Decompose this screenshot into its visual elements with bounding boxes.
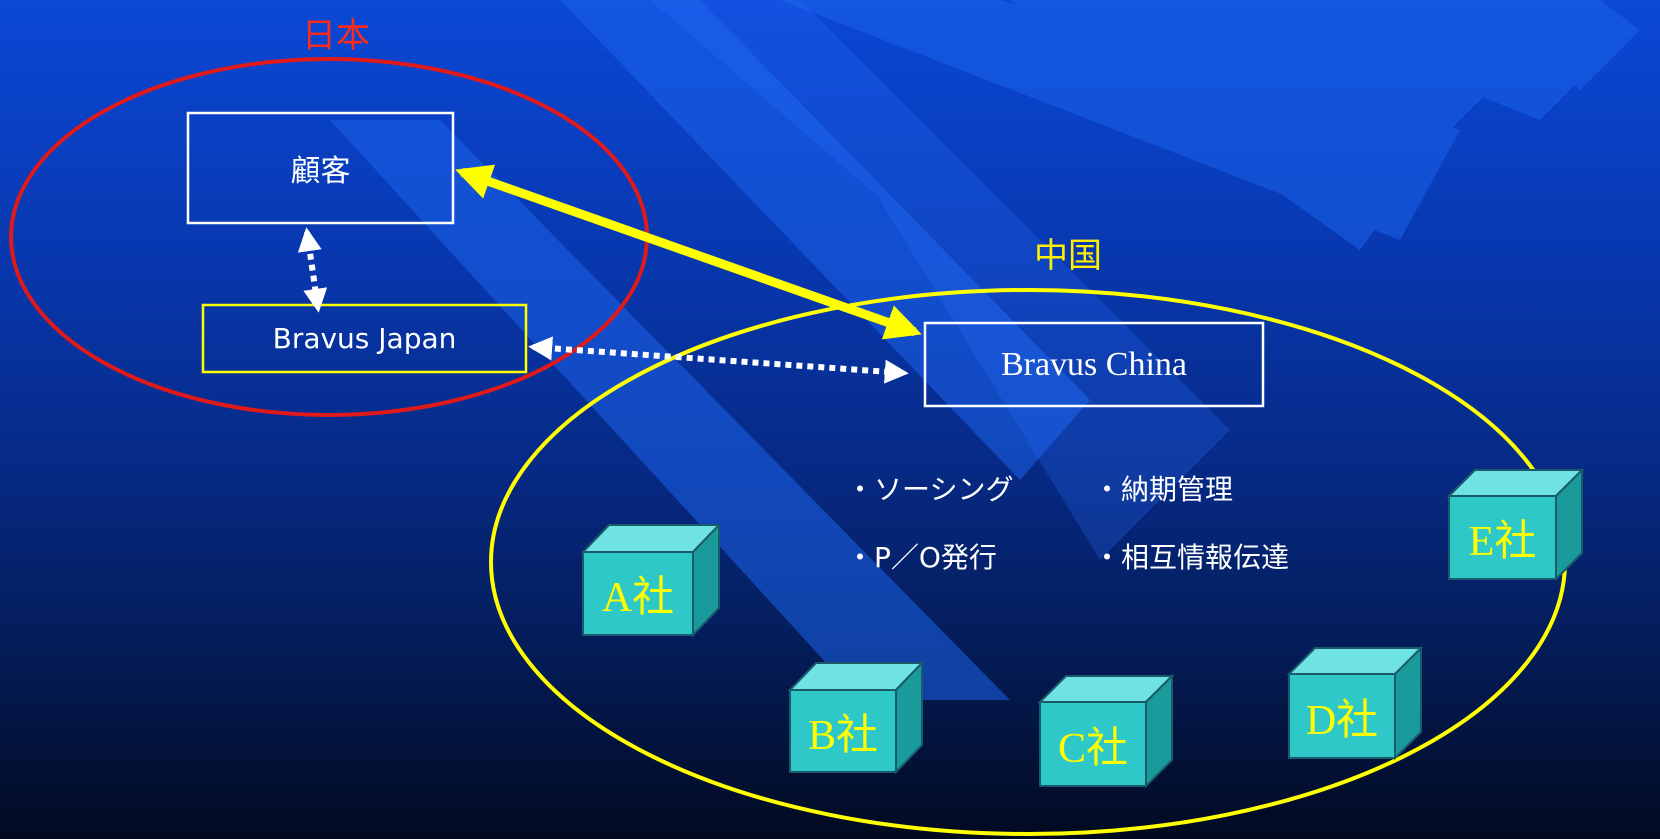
supplier-cube-c [1037, 673, 1175, 789]
supplier-cube-d [1286, 645, 1424, 761]
bravus-china-box [923, 321, 1265, 408]
supplier-cube-a [580, 522, 722, 638]
service-po-issuance: ・P／O発行 [846, 541, 997, 574]
supplier-a-label: A社 [601, 575, 675, 621]
service-delivery-management: ・納期管理 [1093, 473, 1234, 506]
supplier-e-label: E社 [1468, 519, 1537, 565]
supplier-b-label: B社 [807, 712, 878, 759]
customer-label: 顧客 [290, 154, 351, 189]
service-information-exchange: ・相互情報伝達 [1093, 541, 1290, 574]
bravus-china-label: Bravus China [1000, 345, 1188, 383]
supplier-cube-b [787, 660, 925, 775]
japan-region-label: 日本 [302, 16, 370, 56]
bravus-japan-label: Bravus Japan [272, 322, 457, 355]
customer-china-arrow [455, 164, 922, 340]
supplier-d-label: D社 [1305, 697, 1379, 744]
customer-japan-dotted-arrow [297, 227, 328, 313]
supplier-c-label: C社 [1057, 725, 1128, 772]
china-region-label: 中国 [1034, 236, 1102, 276]
customer-box [186, 111, 455, 225]
japan-china-dotted-arrow [528, 336, 909, 384]
service-sourcing: ・ソーシング [846, 473, 1014, 506]
supplier-cube-e [1446, 467, 1585, 582]
